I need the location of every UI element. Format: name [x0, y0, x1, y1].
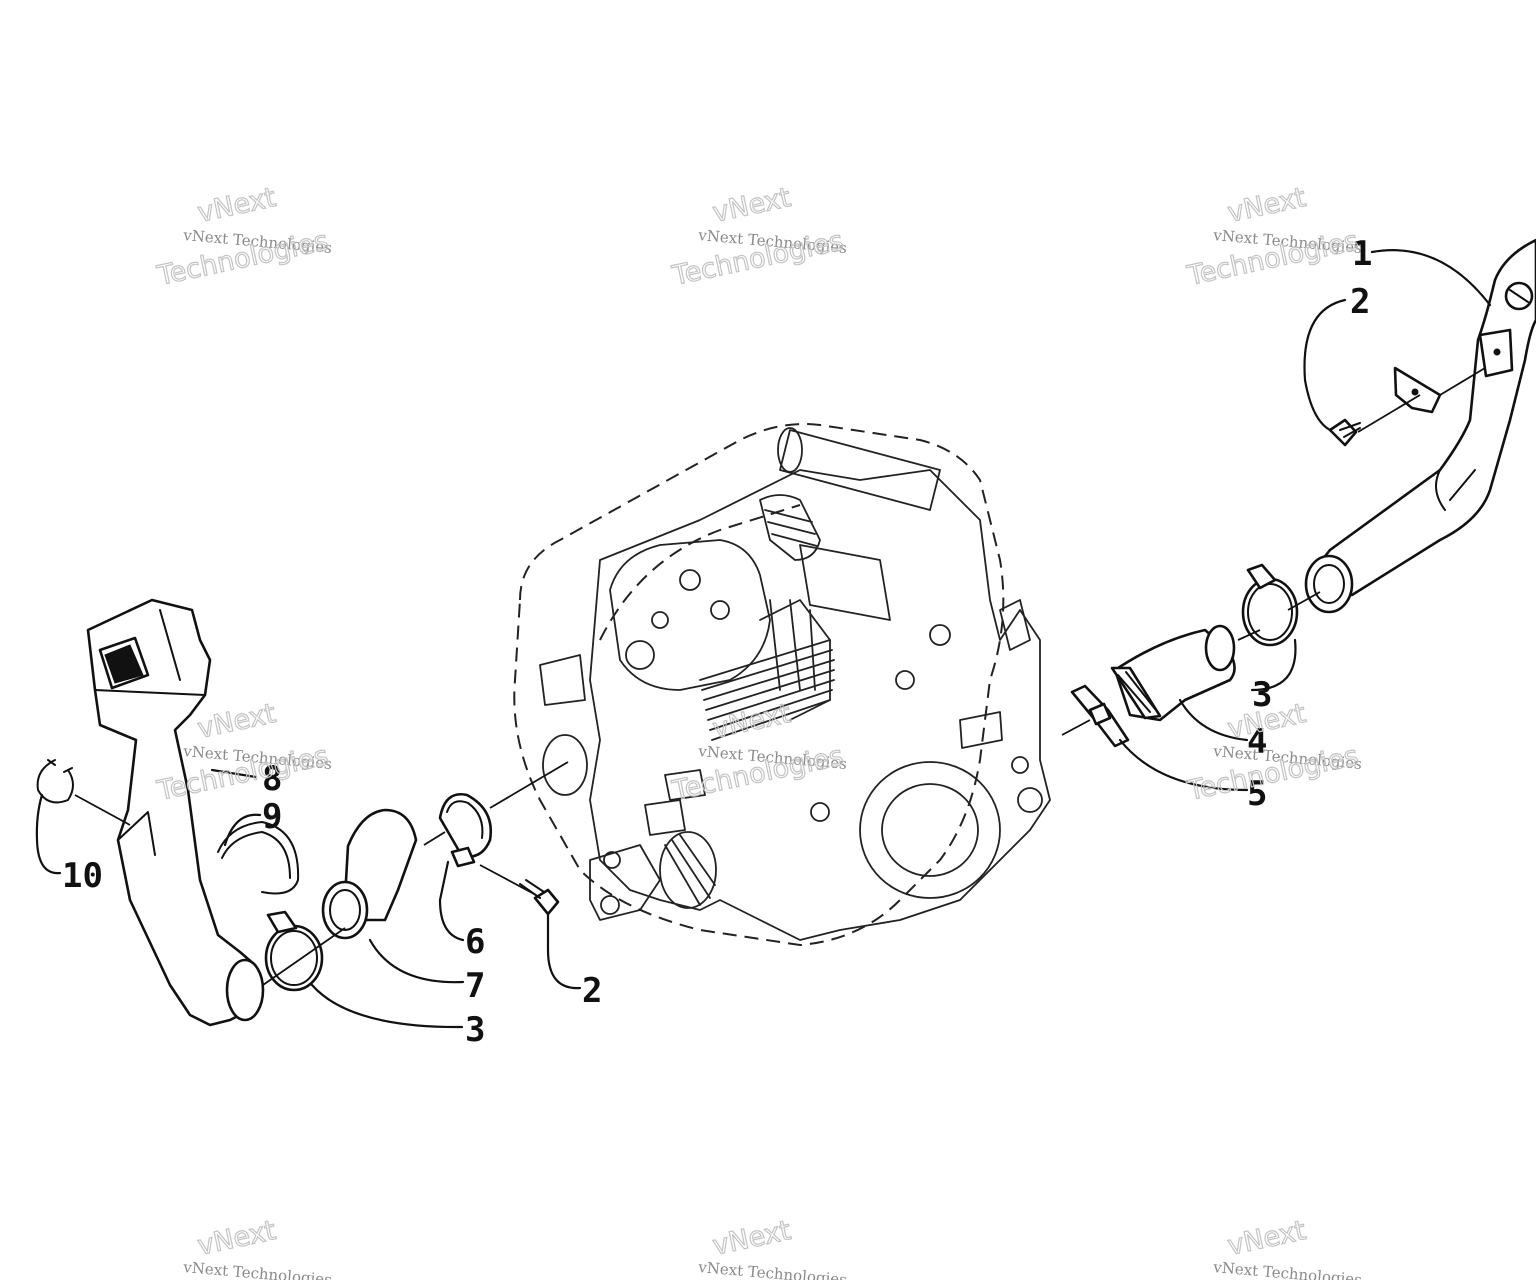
assembly-axis-lines [74, 367, 1486, 986]
callout-8: 8 [262, 759, 282, 799]
mounting-bracket [1393, 328, 1514, 414]
svg-text:vNext: vNext [710, 1215, 794, 1262]
watermark-mid-center: vNext vNext Technologies Technologies [668, 698, 847, 808]
part-6-clamp-left [438, 792, 493, 868]
watermark-top-right: vNext vNext Technologies Technologies [1183, 182, 1362, 293]
callout-7: 7 [465, 966, 485, 1006]
callout-2-top: 2 [1350, 282, 1370, 322]
cylinder-head [609, 539, 771, 691]
svg-text:vNext: vNext [195, 182, 279, 229]
watermark-top-center: vNext vNext Technologies Technologies [668, 182, 847, 293]
engine-assembly [513, 423, 1051, 947]
leader-lines [35, 249, 1492, 1029]
callout-10: 10 [62, 856, 103, 896]
callout-9: 9 [262, 797, 282, 837]
oil-filter [659, 831, 717, 909]
cylinder-fins [699, 599, 835, 741]
svg-text:vNext: vNext [1225, 1215, 1309, 1262]
engine-crankcase [589, 469, 1051, 941]
mount-bracket [589, 844, 661, 921]
svg-text:vNext Technologies: vNext Technologies [1212, 1258, 1363, 1280]
svg-text:vNext Technologies: vNext Technologies [182, 1258, 333, 1280]
svg-text:vNext: vNext [710, 182, 794, 229]
part-3-clamp-right [1241, 563, 1299, 647]
callout-1: 1 [1352, 234, 1372, 274]
watermark-top-left: vNext vNext Technologies Technologies [153, 182, 332, 293]
screw-upper [1328, 418, 1361, 447]
svg-text:vNext Technologies: vNext Technologies [697, 1258, 848, 1280]
part-3-clamp-left [264, 910, 324, 992]
intake-boot [759, 494, 821, 561]
callout-labels: 1 2 3 4 5 8 9 10 6 7 2 3 [62, 234, 1372, 1050]
screw-lower [519, 879, 560, 916]
watermark-bottom-center: vNext vNext Technologies [697, 1215, 848, 1280]
svg-text:vNext: vNext [1225, 182, 1309, 229]
part-10-air-intake [86, 598, 265, 1027]
watermark-bottom-left: vNext vNext Technologies [182, 1215, 333, 1280]
part-9-band [217, 821, 300, 895]
svg-text:vNext: vNext [195, 1215, 279, 1262]
part-1-intake-duct [1304, 238, 1536, 614]
callout-6: 6 [465, 922, 485, 962]
watermark-bottom-right: vNext vNext Technologies [1212, 1215, 1363, 1280]
part-7-boot-left [321, 808, 418, 940]
engine-phantom-outline [513, 423, 1005, 947]
callout-5: 5 [1247, 774, 1267, 814]
part-8-ring [36, 759, 74, 804]
callout-3-right: 3 [1252, 675, 1272, 715]
callout-2-bottom: 2 [582, 971, 602, 1011]
callout-4: 4 [1247, 722, 1267, 762]
watermark-mid-right: vNext vNext Technologies Technologies [1183, 698, 1362, 808]
part-4-boot-right [1110, 624, 1236, 722]
watermarks: vNext vNext Technologies Technologies vN… [153, 182, 1363, 1280]
intake-port-left [542, 734, 588, 796]
part-5-clamp-right [1070, 684, 1130, 748]
svg-text:vNext: vNext [195, 698, 279, 745]
callout-3-left: 3 [465, 1010, 485, 1050]
clutch-cover [859, 761, 1001, 899]
